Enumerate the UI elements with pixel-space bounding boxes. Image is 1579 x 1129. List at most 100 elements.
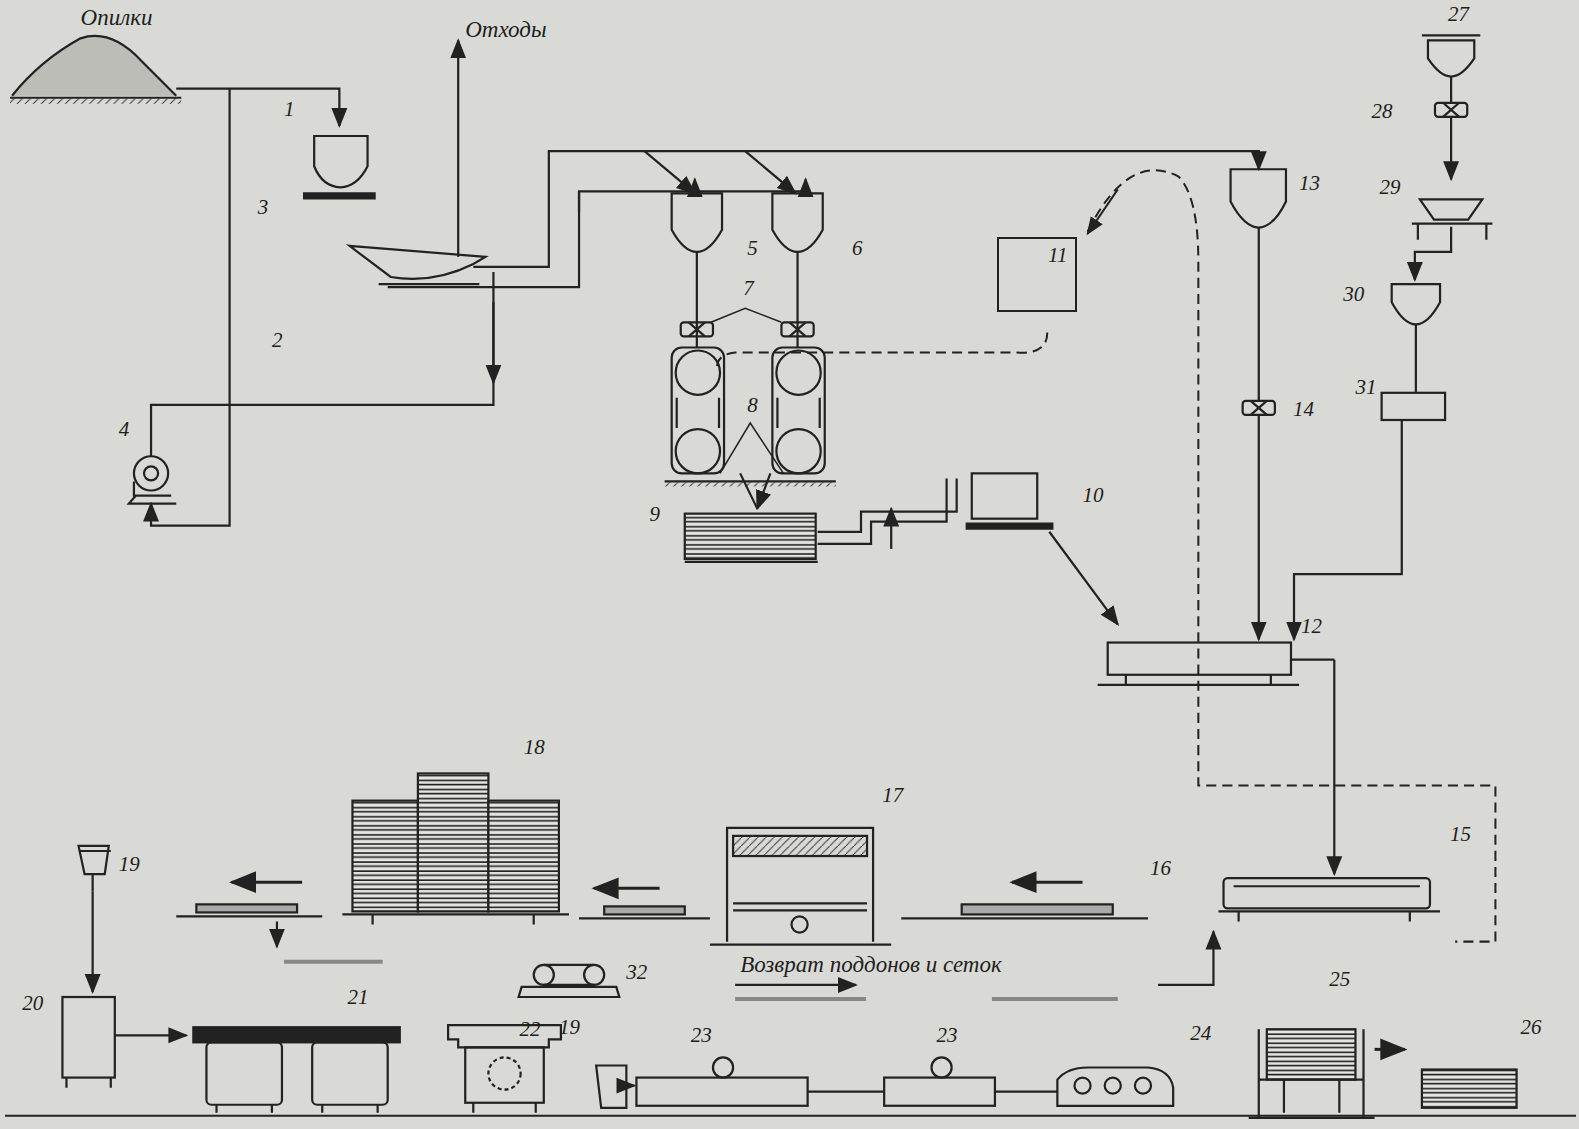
- dosing-box: [972, 473, 1037, 518]
- ground-hatch: [665, 481, 836, 486]
- feeder-mark: [1251, 401, 1267, 415]
- flow-line: [1258, 228, 1260, 640]
- dryer-drum: [676, 351, 720, 395]
- callout-number: 23: [937, 1025, 958, 1046]
- stack-base: [342, 914, 569, 924]
- roll: [1074, 1078, 1090, 1094]
- floor-line: [5, 1115, 1576, 1117]
- direction-arrow: [1012, 881, 1082, 884]
- fraction-line: [388, 191, 806, 287]
- board-stack: [1267, 1029, 1356, 1079]
- callout-number: 6: [852, 238, 863, 259]
- callout-number: 29: [1380, 177, 1401, 198]
- callout-number: 17: [882, 785, 903, 806]
- flow-line: [1415, 324, 1417, 392]
- callout-number: 19: [559, 1017, 580, 1038]
- sanding-roll: [713, 1057, 733, 1077]
- flow-line: [115, 1034, 186, 1036]
- roller: [584, 965, 604, 985]
- heat-line: [1088, 170, 1496, 941]
- leader-line: [720, 423, 783, 473]
- callout-number: 8: [747, 395, 758, 416]
- callout-number: 20: [22, 993, 43, 1014]
- callout-number: 30: [1343, 284, 1364, 305]
- trimmer: [79, 846, 111, 891]
- flow-line: [995, 1091, 1057, 1093]
- callout-number: 13: [1299, 173, 1320, 194]
- callout-number: 10: [1083, 485, 1104, 506]
- product-stack: [1422, 1070, 1517, 1108]
- callout-number: 3: [258, 197, 269, 218]
- press-frame: [727, 828, 873, 942]
- belt: [544, 965, 594, 985]
- heat-line: [717, 332, 1047, 367]
- fan-arrow: [492, 302, 494, 383]
- pallet: [604, 906, 685, 914]
- callout-number: 12: [1301, 616, 1322, 637]
- callout-number: 19: [119, 854, 140, 875]
- callout-number: 21: [347, 987, 368, 1008]
- flow-lines: [5, 35, 1576, 1118]
- bin: [672, 193, 722, 251]
- screen: [349, 246, 485, 279]
- flow-line: [626, 1085, 634, 1087]
- tank: [1428, 40, 1474, 76]
- flow-arrow: [890, 509, 892, 549]
- transport-pipe: [818, 478, 957, 543]
- return-arrow: [1158, 932, 1213, 985]
- tank: [1392, 284, 1440, 324]
- fan-line: [151, 272, 493, 456]
- branch-arrow: [745, 151, 795, 193]
- dryer-drum: [776, 429, 820, 473]
- tank-top: [1422, 34, 1480, 36]
- storage-bay: [312, 1042, 388, 1104]
- press-cylinder: [792, 916, 808, 932]
- leader-line: [711, 308, 781, 322]
- callout-number: 2: [272, 330, 283, 351]
- return-line: [735, 997, 1118, 1001]
- fraction-line: [473, 151, 1258, 267]
- sanding-machine: [884, 1078, 995, 1106]
- fraction-line: [578, 191, 580, 211]
- conveyor: [176, 915, 322, 917]
- feed-line: [176, 89, 339, 126]
- branch-arrow: [644, 151, 694, 193]
- callout-number: 26: [1521, 1017, 1542, 1038]
- flow-arrow: [1049, 532, 1117, 625]
- mixer: [1420, 199, 1482, 219]
- mixer-drum: [1108, 643, 1291, 675]
- callout-number: 22: [520, 1019, 541, 1040]
- legs: [217, 1105, 378, 1113]
- board: [284, 960, 383, 964]
- callout-number: 15: [1450, 824, 1471, 845]
- trimmer: [596, 1065, 626, 1107]
- fan-base: [129, 481, 176, 503]
- caption-word: Возврат поддонов и сеток: [737, 953, 1005, 976]
- callout-number: 25: [1329, 969, 1350, 990]
- feeder: [1243, 401, 1275, 415]
- dosing-plate: [967, 524, 1053, 529]
- process-box: 11: [997, 237, 1078, 313]
- callout-number: 1: [284, 99, 295, 120]
- direction-arrow: [594, 887, 659, 890]
- direction-arrow: [1375, 1048, 1405, 1051]
- storage-bay: [206, 1042, 282, 1104]
- flow-line: [1450, 77, 1452, 180]
- press-base: [710, 944, 891, 946]
- cooling-stack: [488, 801, 558, 912]
- bunker-base: [685, 561, 818, 563]
- forming-base: [1218, 911, 1440, 921]
- pallet: [196, 904, 297, 912]
- callout-number: 14: [1293, 399, 1314, 420]
- fan: [144, 466, 158, 480]
- sander: [465, 1047, 544, 1102]
- caption-word: Опилки: [81, 6, 153, 29]
- stacker-frame: [1249, 1029, 1375, 1118]
- flow-line: [1415, 227, 1451, 280]
- hopper: [314, 136, 367, 187]
- roll: [1135, 1078, 1151, 1094]
- conveyor: [579, 917, 710, 919]
- flow-line: [808, 1091, 885, 1093]
- callout-number: 27: [1448, 4, 1469, 25]
